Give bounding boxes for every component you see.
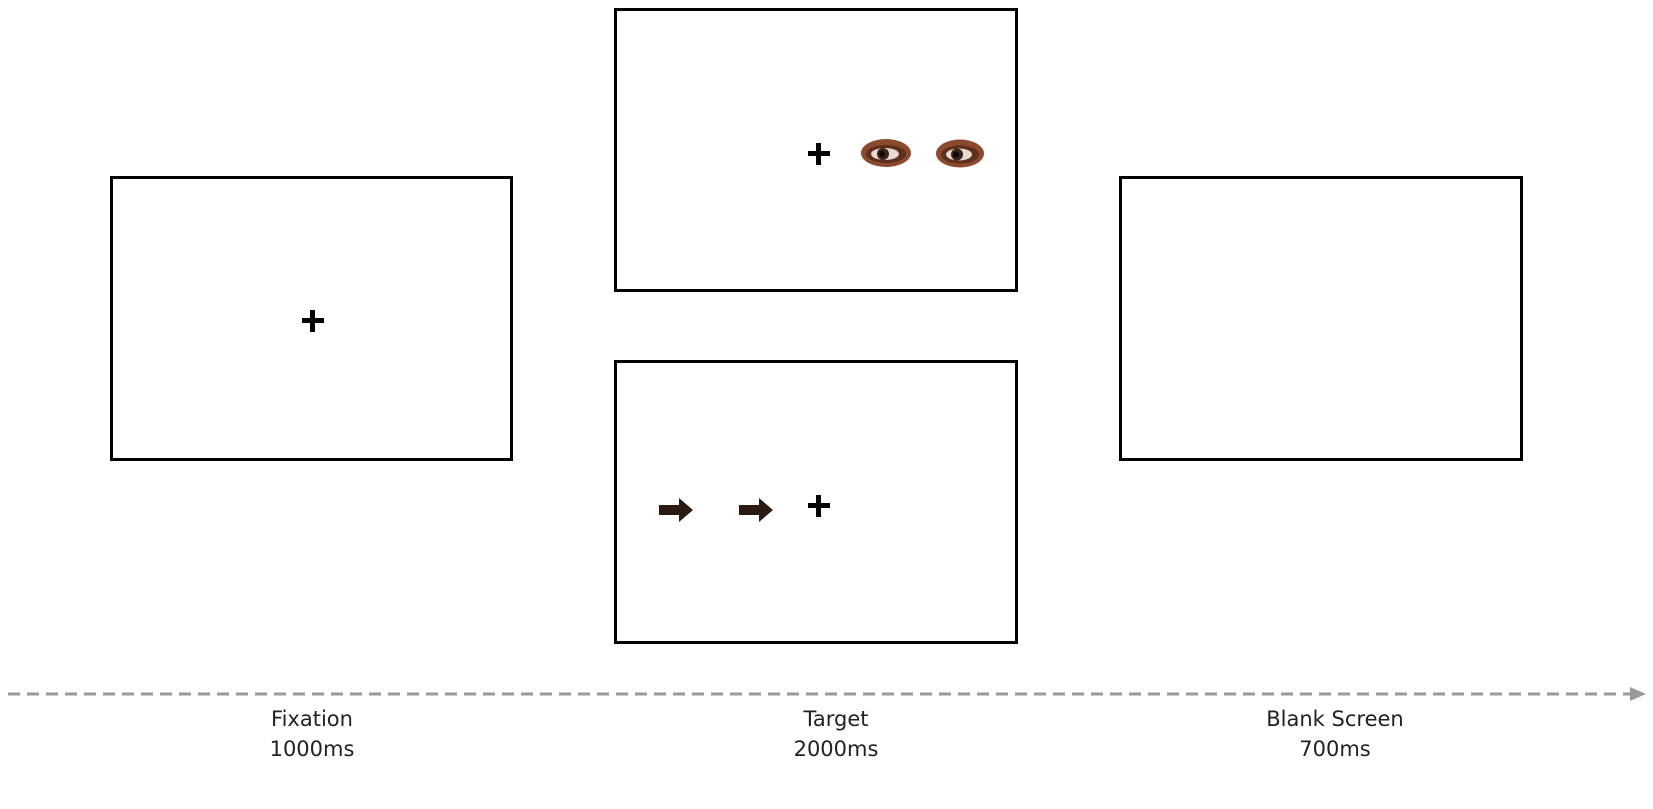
eye-icon (861, 139, 911, 167)
fixation-cross-icon (808, 143, 830, 165)
arrow-right-icon (659, 498, 693, 522)
stage-duration: 2000ms (793, 737, 879, 761)
arrow-right-icon (739, 498, 773, 522)
stage-name: Fixation (271, 707, 353, 731)
stage-duration: 700ms (1299, 737, 1371, 761)
timeline-arrow (8, 687, 1646, 701)
fixation-screen (110, 176, 513, 461)
stage-name: Target (803, 707, 869, 731)
fixation-cross-icon (808, 495, 830, 517)
blank-screen (1119, 176, 1523, 461)
target-screen-eyes (614, 8, 1018, 292)
target-screen-arrows (614, 360, 1018, 644)
stage-label-blank: Blank Screen 700ms (1215, 704, 1455, 764)
fixation-cross-icon (302, 310, 324, 332)
eye-icon (936, 139, 984, 168)
stage-label-fixation: Fixation 1000ms (192, 704, 432, 764)
stage-duration: 1000ms (269, 737, 355, 761)
stage-label-target: Target 2000ms (716, 704, 956, 764)
stage-name: Blank Screen (1266, 707, 1404, 731)
